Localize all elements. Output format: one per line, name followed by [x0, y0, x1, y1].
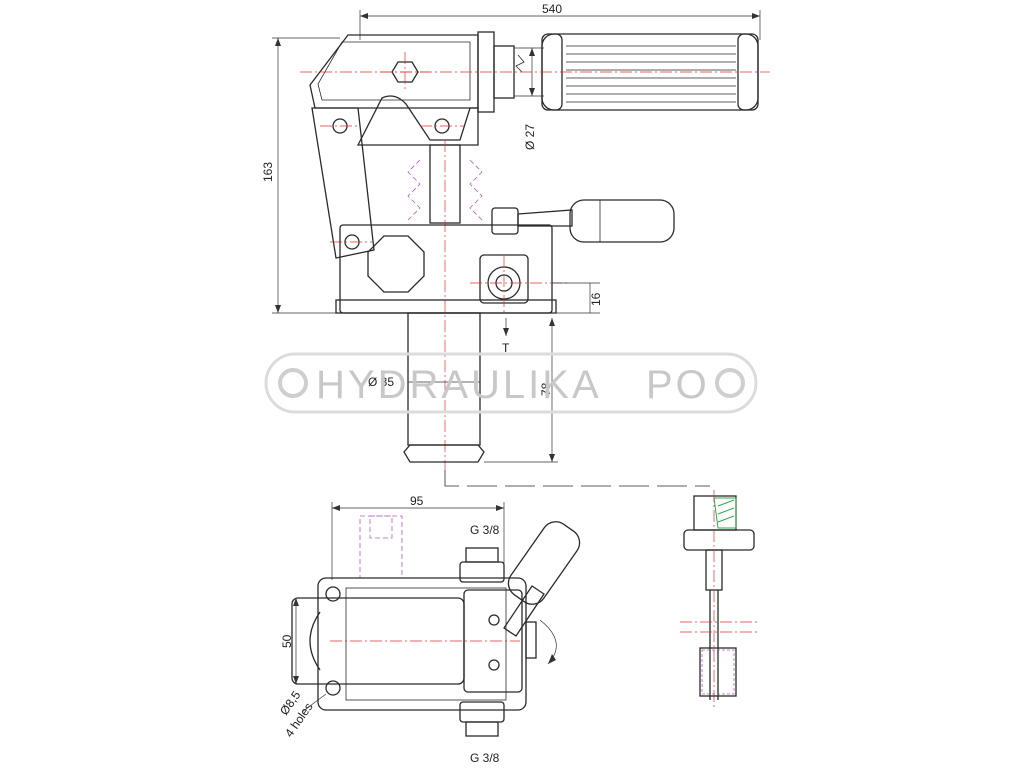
mount-hole-1 [325, 586, 341, 602]
release-lever-top [503, 585, 545, 637]
body-octagon-plug [367, 235, 425, 293]
watermark: HYDRAULIKA PO [264, 352, 758, 414]
dim-95: 95 [410, 494, 424, 508]
dim-540: 540 [542, 2, 562, 16]
port-bottom-label: G 3/8 [470, 751, 500, 765]
watermark-suffix: PO [646, 363, 710, 407]
release-knob [569, 199, 675, 243]
detail-piston [699, 647, 737, 697]
cam-block [356, 95, 479, 146]
cylinder-nut [403, 444, 485, 463]
dim-16: 16 [589, 292, 603, 306]
detail-nut [683, 529, 755, 551]
dim-cylinder-dia: Ø 35 [368, 375, 394, 389]
dim-163: 163 [261, 162, 275, 182]
section-detail [680, 490, 760, 710]
pump-head [309, 34, 479, 109]
port-t-label: T [502, 341, 510, 355]
dim-handle-dia: Ø 27 [523, 124, 537, 150]
port-top-label: G 3/8 [470, 523, 500, 537]
port-top-fitting [465, 547, 499, 563]
port-bottom-fitting [459, 701, 505, 723]
lever-link [311, 107, 375, 259]
release-knob-top [507, 521, 581, 605]
top-view: 95 G 3/8 G 3/8 [277, 494, 581, 765]
mount-hole-2 [325, 680, 341, 696]
side-view: 540 163 [261, 2, 770, 487]
release-lever [517, 209, 573, 227]
dim-50: 50 [280, 634, 294, 648]
watermark-text: HYDRAULIKA [316, 363, 602, 407]
dim-78: 78 [539, 382, 553, 396]
